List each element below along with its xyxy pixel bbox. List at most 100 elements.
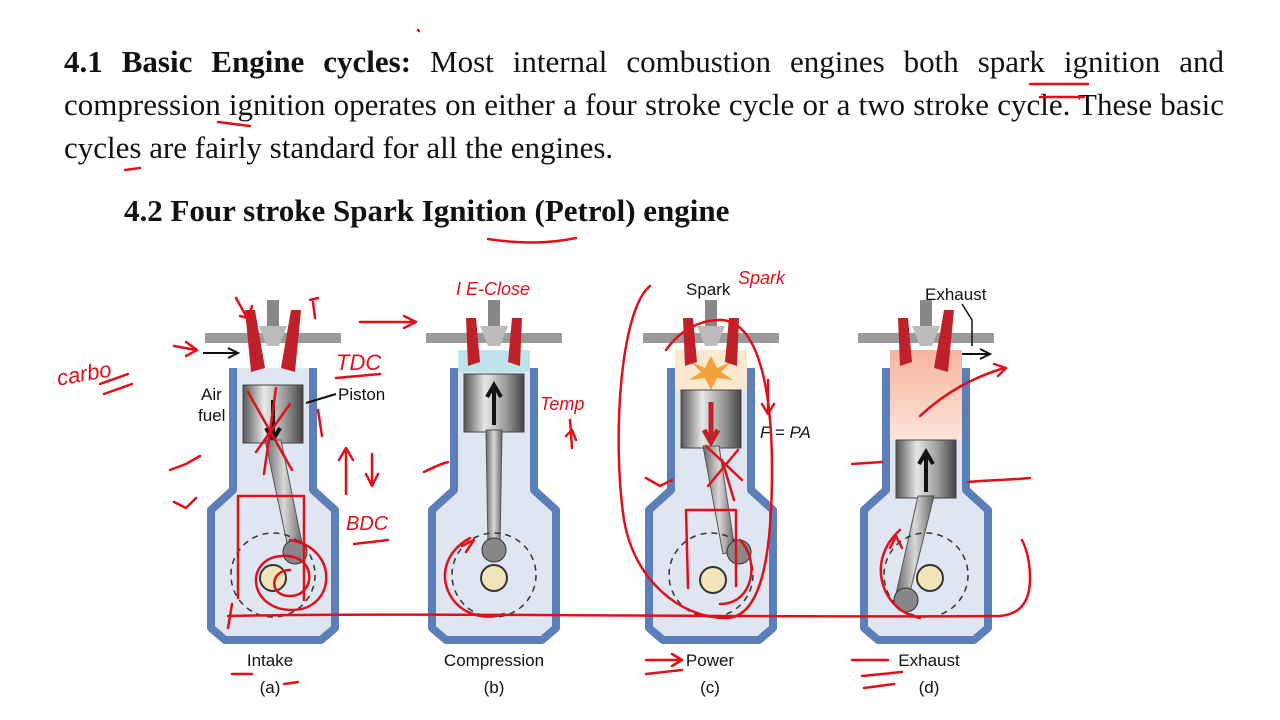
stroke-letter-c: (c)	[700, 678, 720, 697]
temp-underline	[568, 418, 574, 450]
underline-compression	[216, 120, 252, 128]
crank-circle	[230, 532, 316, 618]
exhaust-side-tick	[850, 460, 884, 466]
exhaust-pointer	[961, 303, 973, 346]
temp-tick	[564, 428, 578, 442]
label-air: Air	[201, 385, 222, 404]
valve-right	[725, 318, 739, 366]
carbo-underline-2	[102, 382, 134, 396]
crankshaft	[259, 564, 287, 592]
underline-ignition	[486, 236, 578, 244]
spark-plug	[488, 300, 500, 326]
compression-arc	[443, 536, 506, 618]
engine-compression	[426, 300, 562, 644]
power-label-arrow	[644, 652, 684, 668]
hw-temp: Temp	[540, 394, 584, 414]
carbo-underline-1	[98, 372, 130, 386]
label-spark: Spark	[686, 280, 731, 299]
label-piston: Piston	[338, 385, 385, 404]
crank-circle	[883, 532, 969, 618]
bottom-long-line	[226, 538, 1032, 618]
engine-exhaust	[858, 300, 994, 644]
hw-i-eclose: I E-Close	[456, 279, 530, 299]
piston-arrow	[701, 402, 721, 447]
piston-pointer	[305, 393, 337, 404]
hw-tdc: TDC	[336, 350, 381, 375]
section-41-title: 4.1 Basic Engine cycles:	[64, 44, 412, 79]
updown-arrow-up	[337, 446, 355, 496]
stroke-name-power: Power	[686, 651, 735, 670]
spark-plug	[267, 300, 279, 326]
compression-tick	[422, 460, 450, 474]
valve-right	[934, 310, 954, 372]
crankshaft	[916, 564, 944, 592]
crank-circle	[451, 532, 537, 618]
engine-intake	[205, 300, 341, 644]
label-exhaust-top: Exhaust	[925, 285, 987, 304]
crank-pin	[481, 537, 507, 563]
exhaust-label-underline-2	[860, 670, 904, 678]
exhaust-label-underline-3	[862, 682, 896, 690]
tdc-underline	[334, 372, 382, 380]
bdc-underline	[352, 538, 390, 546]
exhaust-crank-arc	[879, 528, 922, 620]
piston-arrow	[917, 448, 935, 492]
arrow-to-compression	[358, 314, 418, 330]
power-left-tick	[644, 476, 674, 488]
label-force: F = PA	[760, 423, 811, 442]
power-spiral	[718, 538, 753, 606]
valve-right	[281, 310, 301, 372]
arrow-down-intake	[234, 296, 254, 320]
valve-left	[245, 310, 265, 372]
handwritten-annotations	[98, 28, 1090, 690]
stroke-name-exhaust: Exhaust	[898, 651, 960, 670]
section-41-body: Most internal combustion engines both sp…	[64, 44, 1225, 165]
power-arrow-down	[760, 378, 776, 416]
intake-label-underline	[230, 672, 300, 686]
intake-spiral	[254, 538, 328, 612]
hw-spark: Spark	[738, 268, 786, 288]
label-fuel: fuel	[198, 406, 225, 425]
engine-casing	[645, 368, 777, 644]
intake-rect	[236, 494, 306, 602]
piston-arrow	[485, 381, 503, 425]
section-41-paragraph: 4.1 Basic Engine cycles: Most internal c…	[64, 40, 1224, 169]
arrow-carbo	[172, 340, 199, 358]
stroke-letter-a: (a)	[260, 678, 281, 697]
arrow-up-exhaust	[308, 296, 320, 320]
valve-left	[466, 318, 480, 366]
intake-x-marks	[246, 386, 294, 476]
exhaust-side-tick2	[966, 476, 1032, 484]
connecting-rod	[485, 429, 503, 549]
updown-arrow-down	[364, 452, 380, 488]
stroke-name-compression: Compression	[444, 651, 544, 670]
hw-carbo: carbo	[55, 356, 114, 390]
stroke-letter-d: (d)	[919, 678, 940, 697]
exhaust-crank-arrow	[888, 534, 904, 550]
crankshaft	[480, 564, 508, 592]
valve-left	[898, 318, 912, 366]
power-x-marks	[704, 444, 744, 502]
compression-arrow	[460, 538, 476, 554]
exhaust-arrow-top	[918, 362, 1008, 418]
exhaust-outflow-arrow	[962, 348, 993, 360]
intake-piston-arrow	[316, 408, 324, 438]
power-rect	[684, 508, 738, 590]
section-42-heading: 4.2 Four stroke Spark Ignition (Petrol) …	[124, 193, 730, 228]
engine-power	[643, 300, 779, 644]
crankshaft	[699, 566, 727, 594]
spark-burst	[689, 356, 733, 390]
valve-right	[508, 318, 522, 366]
stroke-name-intake: Intake	[247, 651, 293, 670]
hw-bdc: BDC	[346, 513, 389, 535]
intake-left-tick2	[172, 496, 198, 510]
power-loop	[617, 284, 774, 620]
underline-cycle	[123, 166, 142, 172]
spark-plug	[920, 300, 932, 326]
ink-dot	[416, 28, 421, 33]
stroke-letter-b: (b)	[484, 678, 505, 697]
bottom-line-cap	[226, 602, 234, 630]
crank-circle	[668, 532, 754, 618]
air-fuel-arrow	[203, 347, 241, 359]
